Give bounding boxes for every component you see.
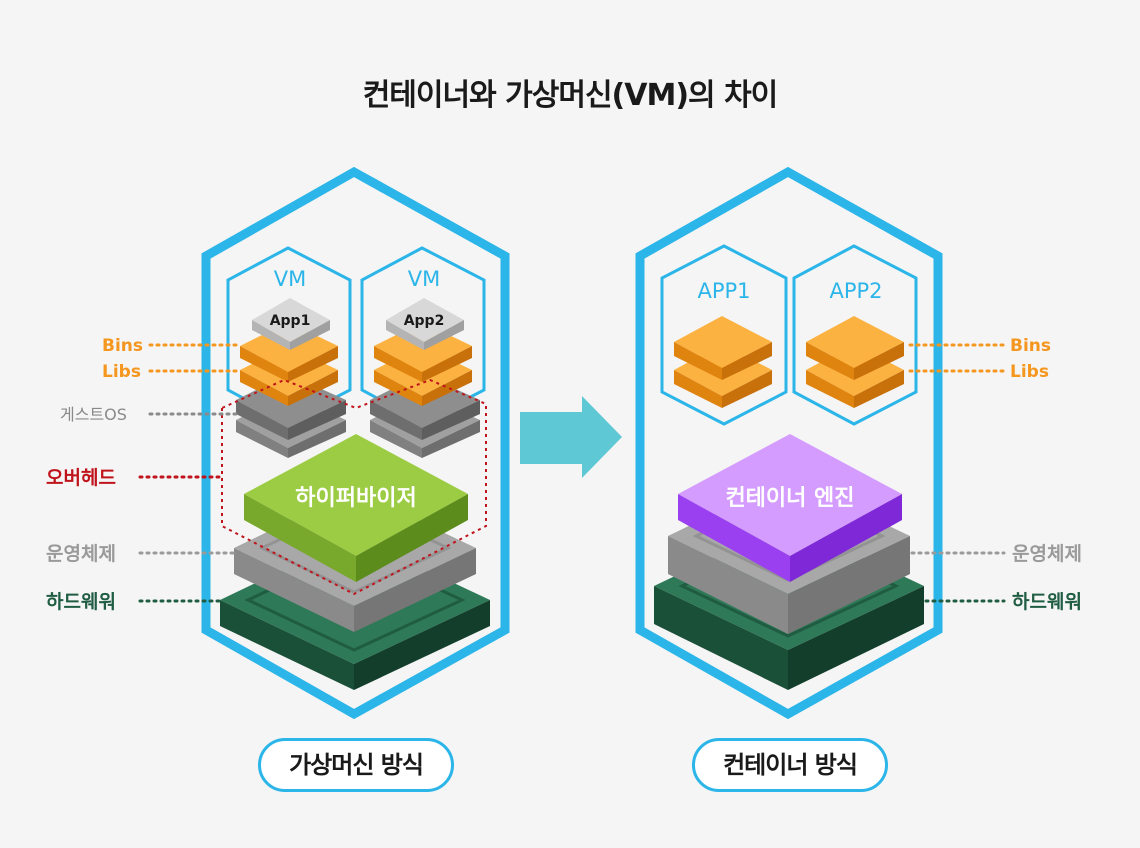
page-title: 컨테이너와 가상머신(VM)의 차이 [362,78,779,113]
vm1-label: VM [274,267,306,291]
app2-label: App2 [404,313,445,329]
libs-label-right: Libs [1010,362,1049,382]
app2-stack [806,316,904,408]
hardware-label-left: 하드웨워 [46,591,116,613]
container-engine-layer: 컨테이너 엔진 [678,434,902,582]
bins-label-left: Bins [102,336,143,356]
vm2-label: VM [408,267,440,291]
os-label-right: 운영체제 [1012,543,1082,565]
guest-os-label: 게스트OS [60,405,127,424]
arrow-icon [520,396,622,478]
container-engine-label: 컨테이너 엔진 [725,486,854,511]
vm-side: VM VM [46,166,510,720]
vm-outer-hexagon [201,166,510,720]
app1-hexagon [660,244,788,426]
container-caption: 컨테이너 방식 [692,738,888,792]
hardware-label-right: 하드웨워 [1012,591,1082,613]
overhead-outline [221,378,487,596]
os-label-left: 운영체제 [46,543,116,565]
container-side: APP1 APP2 [635,166,1082,720]
hypervisor-layer: 하이퍼바이저 [244,434,468,582]
overhead-label: 오버헤드 [46,467,116,489]
hypervisor-label: 하이퍼바이저 [295,486,416,511]
app1-stack [674,316,772,408]
app2-title: APP2 [829,279,882,303]
bins-label-right: Bins [1010,336,1051,356]
vm1-stack: App1 [236,298,346,458]
vm-caption: 가상머신 방식 [258,738,454,792]
app1-title: APP1 [697,279,750,303]
app-box-2: APP2 [792,244,918,426]
container-outer-hexagon [635,166,943,720]
app-box-1: APP1 [660,244,788,426]
app2-hexagon [792,244,918,426]
app1-label: App1 [270,313,311,329]
vm2-stack: App2 [370,298,480,458]
libs-label-left: Libs [102,362,141,382]
